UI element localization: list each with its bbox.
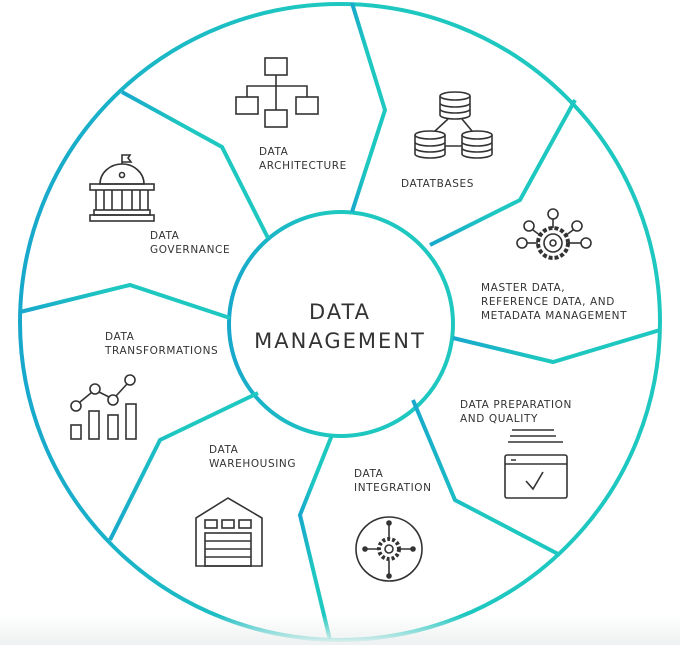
- segment-data-governance: DATA GOVERNANCE: [150, 229, 230, 257]
- divider: [411, 399, 561, 557]
- segment-databases: DATATBASES: [401, 177, 474, 191]
- segment-master-data: MASTER DATA, REFERENCE DATA, AND METADAT…: [481, 281, 627, 323]
- segment-label-line: METADATA MANAGEMENT: [481, 310, 628, 322]
- divider: [121, 90, 270, 239]
- segment-data-transformations: DATA TRANSFORMATIONS: [105, 330, 218, 358]
- segment-label-line: DATA: [105, 331, 135, 343]
- segment-label-line: TRANSFORMATIONS: [105, 345, 219, 357]
- segment-data-architecture: DATA ARCHITECTURE: [259, 145, 347, 173]
- segment-label-line: MASTER DATA,: [481, 282, 566, 294]
- divider: [19, 282, 231, 320]
- segment-label-line: DATA: [354, 468, 384, 480]
- segment-label-line: DATA: [209, 444, 239, 456]
- checklist-window-icon: [504, 429, 568, 499]
- divider: [297, 434, 334, 641]
- segment-data-preparation: DATA PREPARATION AND QUALITY: [460, 398, 572, 426]
- databases-icon: [414, 91, 493, 159]
- divider: [452, 328, 661, 365]
- segment-label-line: DATA: [150, 230, 180, 242]
- center-title: DATA MANAGEMENT: [232, 298, 448, 356]
- segment-label-line: ARCHITECTURE: [259, 160, 347, 172]
- integration-gear-icon: [355, 516, 423, 582]
- gear-network-icon: [516, 208, 592, 260]
- center-title-line1: DATA: [308, 300, 372, 324]
- chart-icon: [70, 374, 137, 440]
- center-circle: [227, 210, 455, 438]
- hierarchy-icon: [235, 57, 319, 128]
- segment-label-line: REFERENCE DATA, AND: [481, 296, 615, 308]
- segment-label-line: DATATBASES: [401, 178, 474, 190]
- bottom-fade: [0, 615, 680, 645]
- segment-data-integration: DATA INTEGRATION: [354, 467, 432, 495]
- segment-label-line: DATA PREPARATION: [460, 399, 572, 411]
- divider: [350, 2, 388, 213]
- segment-label-line: AND QUALITY: [460, 413, 538, 425]
- warehouse-icon: [195, 497, 263, 567]
- government-building-icon: [89, 154, 155, 222]
- divider: [108, 391, 259, 541]
- segment-label-line: INTEGRATION: [354, 482, 432, 494]
- segment-label-line: WAREHOUSING: [209, 458, 297, 470]
- segment-label-line: GOVERNANCE: [150, 244, 231, 256]
- divider: [429, 99, 577, 247]
- segment-data-warehousing: DATA WAREHOUSING: [209, 443, 296, 471]
- center-title-line2: MANAGEMENT: [254, 329, 426, 353]
- segment-label-line: DATA: [259, 146, 289, 158]
